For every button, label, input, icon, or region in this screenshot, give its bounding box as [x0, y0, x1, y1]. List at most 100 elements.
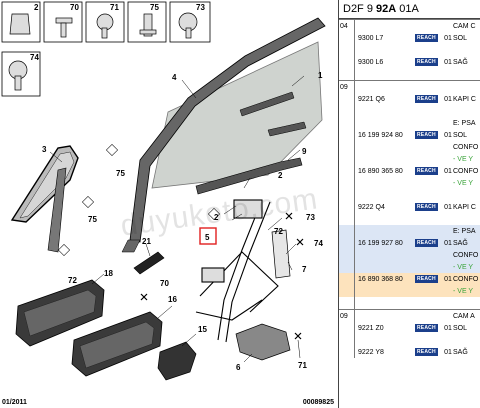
description: E: PSA — [453, 225, 480, 237]
reach-cell — [415, 261, 443, 273]
reach-badge: REACH — [415, 34, 438, 42]
part-number — [355, 117, 416, 129]
label-21: 21 — [142, 237, 151, 246]
reach-cell — [415, 105, 443, 117]
description — [453, 297, 480, 310]
reach-cell — [415, 213, 443, 225]
label-75c: 75 — [88, 215, 97, 224]
reach-cell — [415, 189, 443, 201]
reach-badge: REACH — [415, 275, 438, 283]
quantity: 01 — [444, 58, 452, 66]
quantity: 01 — [444, 324, 452, 332]
reach-cell — [415, 285, 443, 297]
row-index — [339, 68, 355, 81]
description — [453, 68, 480, 81]
reach-cell — [415, 80, 443, 93]
reach-cell — [415, 153, 443, 165]
label-9: 9 — [302, 147, 307, 156]
row-index — [339, 32, 355, 44]
quantity: 01 — [444, 167, 452, 175]
quantity — [443, 189, 453, 201]
row-index — [339, 141, 355, 153]
description: - VE Y — [453, 155, 474, 163]
part-number: 9300 L6 — [358, 58, 384, 66]
part-number — [355, 44, 416, 56]
table-row: E: PSA — [339, 117, 480, 129]
description — [453, 213, 480, 225]
reach-badge: REACH — [415, 239, 438, 247]
quantity: 01 — [443, 273, 453, 285]
row-index: 04 — [339, 19, 355, 32]
row-index — [339, 201, 355, 213]
row-index — [339, 56, 355, 68]
description: CONFO — [453, 249, 480, 261]
description: CONFO — [453, 273, 480, 285]
row-index — [339, 213, 355, 225]
quantity — [443, 80, 453, 93]
row-index — [339, 44, 355, 56]
part-box-71 — [85, 1, 125, 43]
row-index — [339, 189, 355, 201]
table-row: - VE Y — [339, 177, 480, 189]
footer-code: 00089825 — [302, 399, 334, 406]
quantity: 01 — [443, 237, 453, 249]
diagram-drawing: 2 70 71 75 73 74 1 4 3 75 9 75 2 73 21 2… — [1, 1, 326, 381]
part-number: 9221 Z0 — [358, 324, 384, 332]
label-72: 72 — [68, 276, 77, 285]
header-suffix: 01A — [396, 3, 419, 15]
part-box-73 — [169, 1, 211, 43]
description: CAM C — [453, 19, 480, 32]
part-number — [355, 334, 416, 346]
quantity: 01 — [444, 348, 452, 356]
reach-cell: REACH — [415, 129, 443, 141]
label-71b: 71 — [298, 361, 307, 370]
reach-badge: REACH — [415, 131, 438, 139]
highlight-part-5 — [199, 227, 217, 245]
table-row — [339, 213, 480, 225]
reach-badge: REACH — [415, 203, 438, 211]
row-index — [339, 322, 355, 334]
reach-cell: REACH — [415, 201, 443, 213]
part-number: 16 199 924 80 — [358, 131, 403, 139]
reach-cell — [415, 177, 443, 189]
table-row: CONFO — [339, 141, 480, 153]
table-row: 09 — [339, 80, 480, 93]
row-index — [339, 285, 355, 297]
part-number — [354, 285, 415, 297]
part-number: 9222 Q4 — [358, 203, 385, 211]
quantity: 01 — [444, 95, 452, 103]
window-glass — [151, 41, 323, 189]
quantity — [443, 334, 453, 346]
quantity — [443, 177, 453, 189]
reach-cell: REACH — [415, 56, 443, 68]
quantity — [443, 225, 453, 237]
reach-badge: REACH — [415, 167, 438, 175]
reach-badge: REACH — [415, 324, 438, 332]
description: SOL — [453, 34, 468, 42]
reach-cell — [415, 297, 443, 310]
row-index — [339, 346, 355, 358]
part-number — [354, 225, 415, 237]
reach-badge: REACH — [415, 95, 438, 103]
reach-badge: REACH — [415, 58, 438, 66]
quantity: 01 — [444, 34, 452, 42]
label-70: 70 — [70, 3, 79, 12]
part-number: 16 199 927 80 — [354, 237, 415, 249]
quantity — [443, 117, 453, 129]
label-75b: 75 — [116, 169, 125, 178]
reach-cell: REACH — [415, 32, 443, 44]
footer-date: 01/2011 — [2, 399, 27, 406]
part-number — [355, 105, 416, 117]
part-number: 9222 Y8 — [358, 348, 384, 356]
row-index — [339, 105, 355, 117]
